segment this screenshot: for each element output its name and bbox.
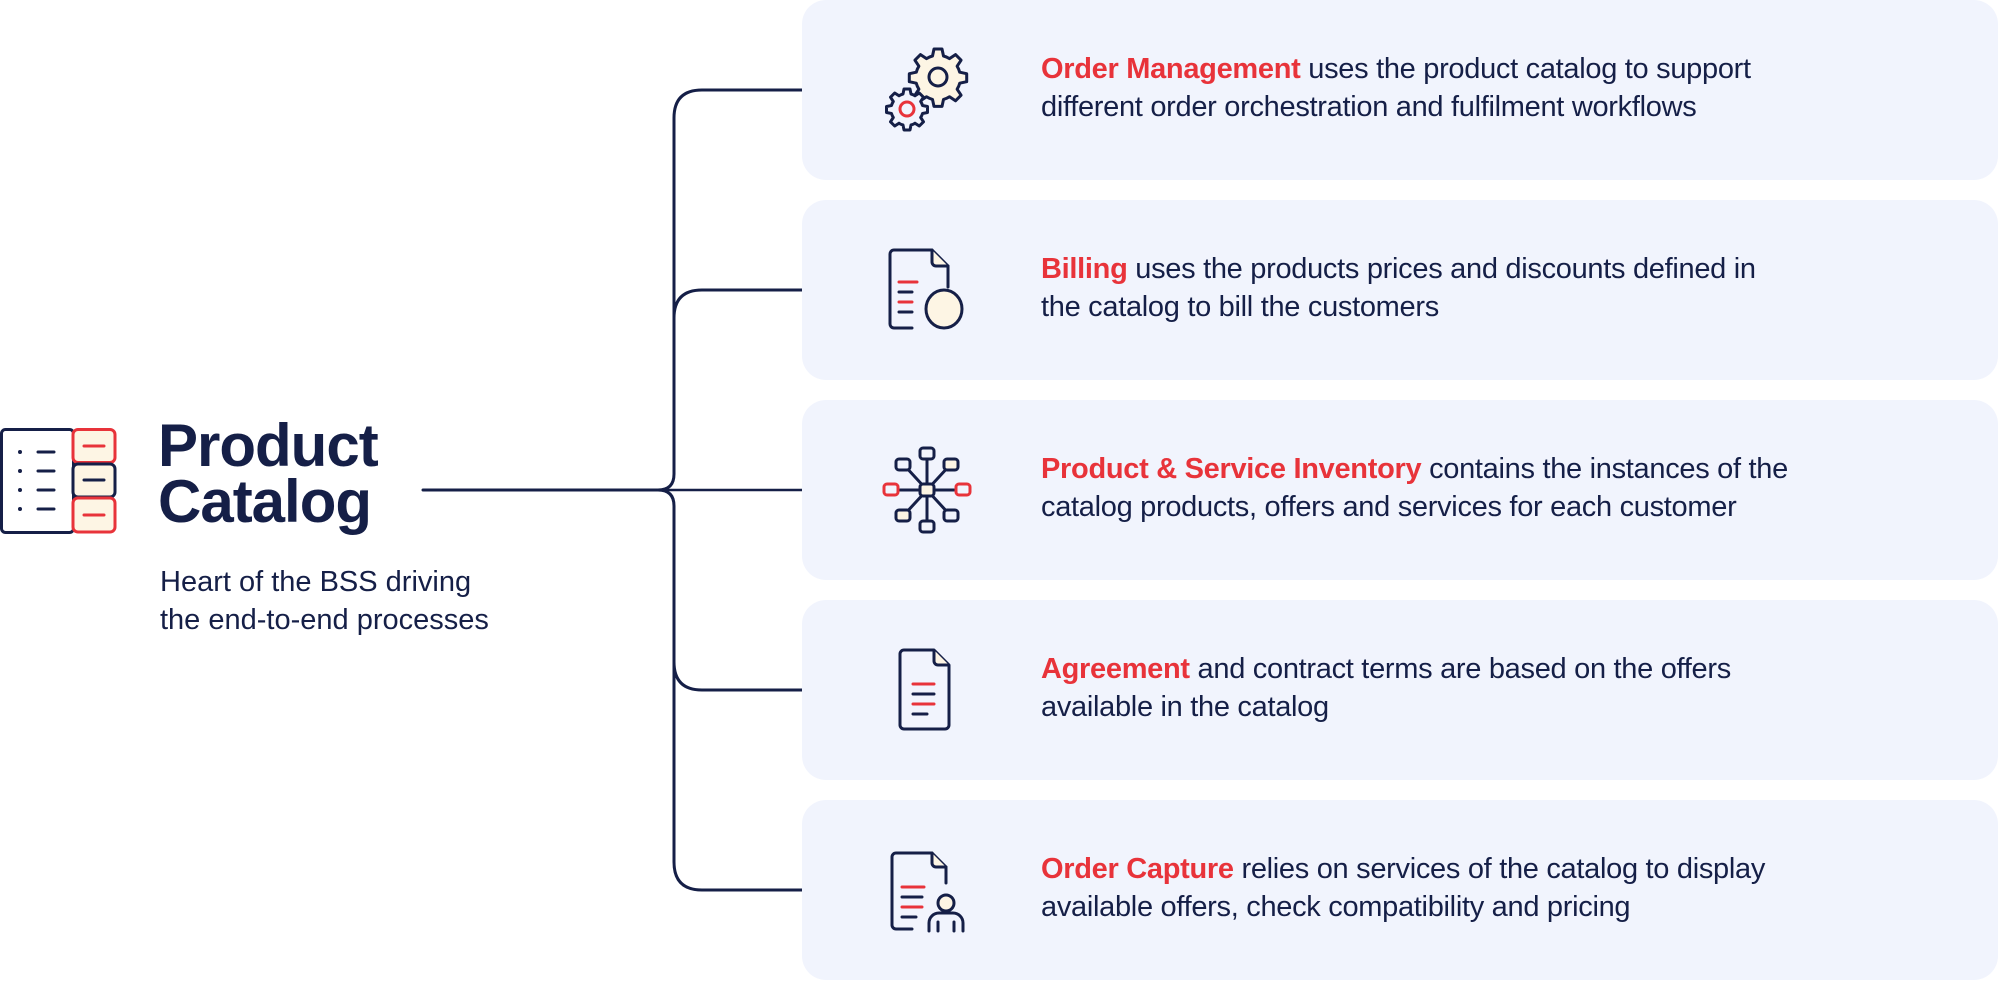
card-order-management: Order Management uses the product catalo… (802, 0, 1998, 180)
card-order-capture: Order Capture relies on services of the … (802, 800, 1998, 980)
gears-icon (882, 45, 972, 135)
hub-subtitle-line-2: the end-to-end processes (160, 604, 489, 636)
card-description: Billing uses the products prices and dis… (1041, 250, 1941, 326)
card-billing: Billing uses the products prices and dis… (802, 200, 1998, 380)
branch-line-5 (656, 488, 804, 892)
branch-line-1 (656, 88, 804, 492)
card-agreement: Agreement and contract terms are based o… (802, 600, 1998, 780)
billing-document-coin-icon (882, 245, 972, 335)
card-highlight-term: Product & Service Inventory (1041, 453, 1422, 485)
card-product-service-inventory: Product & Service Inventory contains the… (802, 400, 1998, 580)
card-text-line-1: contains the instances of the (1421, 453, 1788, 485)
card-text-line-1: relies on services of the catalog to dis… (1233, 853, 1766, 885)
card-highlight-term: Order Capture (1041, 853, 1234, 885)
card-description: Order Management uses the product catalo… (1041, 50, 1941, 126)
hub-subtitle-line-1: Heart of the BSS driving (160, 566, 472, 598)
agreement-document-icon (882, 645, 972, 735)
hub-title-line-2: Catalog (158, 468, 372, 535)
order-capture-document-person-icon (882, 845, 972, 935)
hub-subtitle: Heart of the BSS driving the end-to-end … (160, 563, 580, 639)
branch-line-4 (672, 660, 804, 692)
hub-title: Product Catalog (158, 412, 379, 535)
card-text-line-2: the catalog to bill the customers (1041, 291, 1439, 323)
card-text-line-2: catalog products, offers and services fo… (1041, 491, 1737, 523)
card-description: Order Capture relies on services of the … (1041, 850, 1941, 926)
card-text-line-2: different order orchestration and fulfil… (1041, 91, 1697, 123)
card-highlight-term: Order Management (1041, 53, 1301, 85)
catalog-list-icon (0, 428, 124, 536)
card-highlight-term: Agreement (1041, 653, 1190, 685)
hub-title-line-1: Product (158, 412, 379, 479)
branch-line-2 (672, 288, 804, 320)
card-description: Agreement and contract terms are based o… (1041, 650, 1941, 726)
card-text-line-1: and contract terms are based on the offe… (1189, 653, 1732, 685)
network-nodes-icon (882, 445, 972, 535)
card-description: Product & Service Inventory contains the… (1041, 450, 1941, 526)
card-text-line-1: uses the product catalog to support (1300, 53, 1751, 85)
card-text-line-2: available in the catalog (1041, 691, 1329, 723)
card-text-line-2: available offers, check compatibility an… (1041, 891, 1631, 923)
card-highlight-term: Billing (1041, 253, 1128, 285)
card-text-line-1: uses the products prices and discounts d… (1127, 253, 1756, 285)
